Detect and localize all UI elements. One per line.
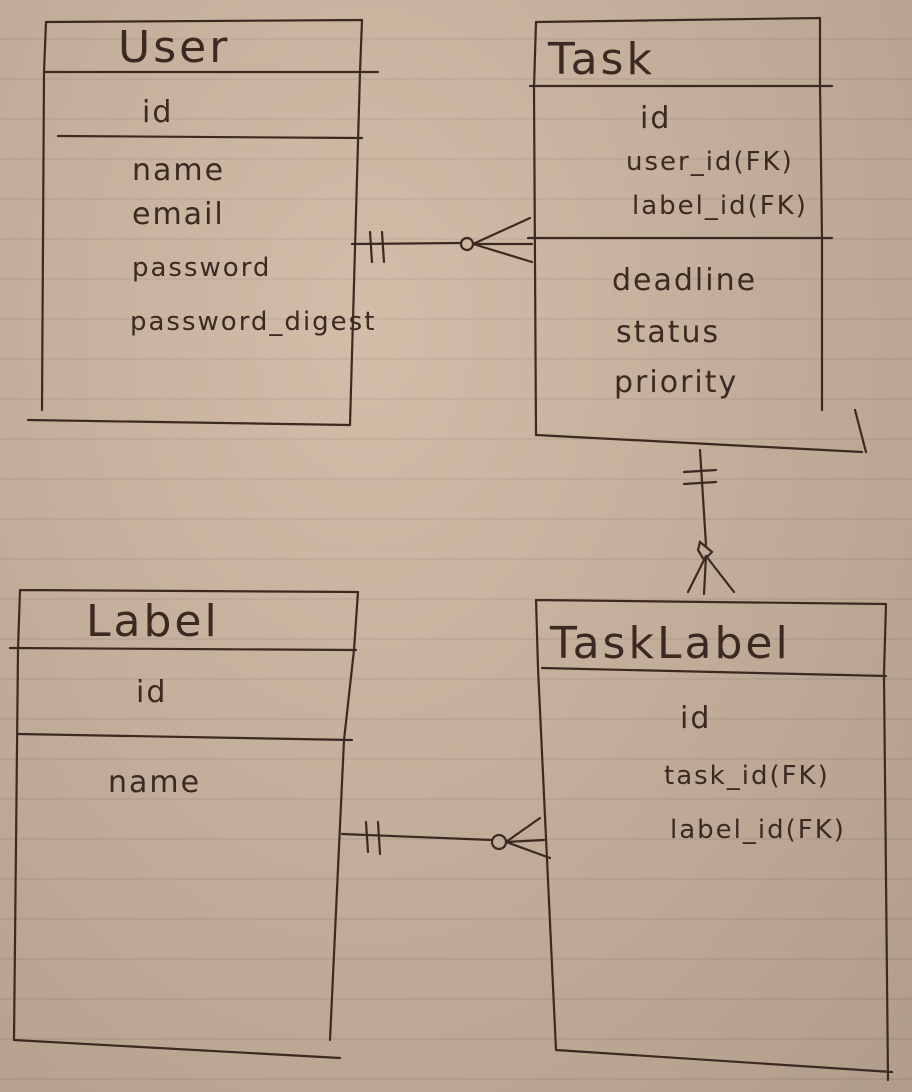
- task-tasklabel-one-mark: [682, 468, 718, 486]
- label-tasklabel-one-mark: [364, 820, 382, 856]
- task-label-title: TaskLabel: [549, 618, 791, 669]
- label-tasklabel-many-mark: [504, 816, 552, 860]
- user-task-many-mark: [471, 216, 534, 264]
- user-attr-name: name: [132, 153, 225, 188]
- task-tasklabel-line: [698, 448, 708, 547]
- user-attr-email: email: [132, 197, 225, 232]
- task-attr-status: status: [616, 315, 720, 350]
- user-attr-password-digest: password_digest: [130, 307, 376, 337]
- label-attr-name: name: [108, 765, 201, 800]
- task-label-key-task-id: task_id(FK): [664, 761, 830, 791]
- task-label-key-label-id: label_id(FK): [670, 815, 846, 845]
- task-key-id: id: [640, 101, 671, 136]
- task-key-user-id: user_id(FK): [626, 147, 794, 177]
- task-attr-deadline: deadline: [612, 263, 757, 298]
- relationship-task-tasklabel: [682, 448, 736, 596]
- user-task-one-mark: [368, 230, 386, 264]
- user-task-zero-mark: [459, 236, 475, 252]
- label-tasklabel-line: [340, 832, 494, 842]
- user-key-id: id: [142, 95, 173, 130]
- entity-label: Label id name: [8, 588, 360, 1060]
- task-title: Task: [547, 34, 655, 85]
- relationship-label-tasklabel: [340, 816, 552, 860]
- task-label-key-id: id: [680, 701, 711, 736]
- task-attr-priority: priority: [614, 365, 738, 400]
- label-title: Label: [86, 596, 220, 647]
- relationship-user-task: [350, 216, 534, 264]
- label-tasklabel-zero-mark: [490, 833, 508, 851]
- task-tasklabel-many-mark: [686, 554, 736, 596]
- label-box: [8, 588, 360, 1060]
- task-box: [526, 16, 868, 454]
- user-task-line: [350, 241, 462, 246]
- user-divider: [56, 134, 364, 140]
- task-label-box: [534, 598, 894, 1082]
- user-attr-password: password: [132, 253, 271, 283]
- entity-user: User id name email password password_dig…: [26, 18, 380, 427]
- user-title: User: [118, 22, 230, 73]
- entity-task: Task id user_id(FK) label_id(FK) deadlin…: [526, 16, 868, 454]
- task-key-label-id: label_id(FK): [632, 191, 808, 221]
- label-divider: [16, 732, 354, 742]
- user-box: [26, 18, 380, 427]
- entity-task-label: TaskLabel id task_id(FK) label_id(FK): [534, 598, 894, 1082]
- label-key-id: id: [136, 675, 167, 710]
